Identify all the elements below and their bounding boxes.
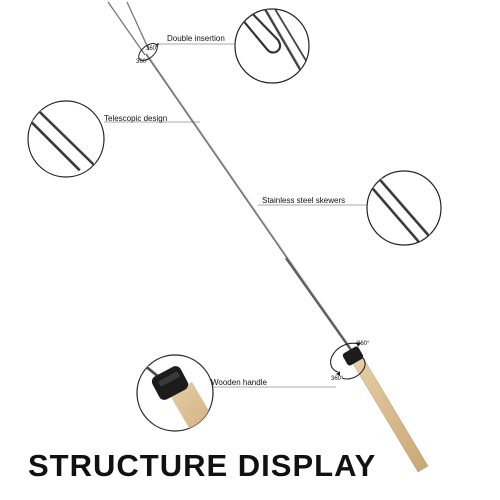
rotation-label: 360°	[146, 46, 159, 52]
callout-wooden-handle: Wooden handle	[136, 354, 336, 432]
magnifier-circle	[234, 8, 310, 84]
callout-label: Telescopic design	[104, 114, 167, 123]
rotation-label: 360°	[136, 59, 149, 65]
page-title: STRUCTURE DISPLAY	[28, 448, 377, 483]
top-rotation-indicator: 360° 360°	[136, 43, 159, 65]
callout-label: Wooden handle	[211, 378, 267, 387]
bottom-rotation-indicator: 360° 360°	[330, 341, 370, 382]
wooden-handle	[342, 346, 429, 473]
rotation-label: 360°	[331, 376, 344, 382]
handle-collar	[342, 346, 364, 366]
callout-stainless-steel: Stainless steel skewers	[258, 170, 442, 246]
callout-label: Double insertion	[167, 34, 225, 43]
skewer-main	[107, 1, 355, 355]
callout-double-insertion: Double insertion	[158, 8, 310, 84]
rotation-label: 360°	[357, 341, 370, 347]
callout-label: Stainless steel skewers	[262, 196, 345, 205]
callout-telescopic-design: Telescopic design	[27, 100, 200, 178]
